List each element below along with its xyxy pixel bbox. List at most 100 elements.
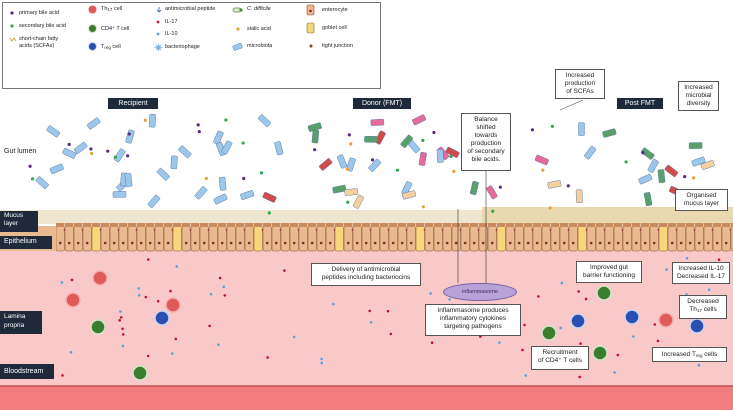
enterocyte-cell — [586, 225, 596, 252]
primary-bile-acid-dot — [432, 130, 436, 135]
microbiota-bacterium — [148, 113, 156, 128]
enterocyte-nucleus — [310, 241, 314, 245]
enterocyte-nucleus — [364, 241, 368, 245]
enterocyte-nucleus — [283, 241, 287, 245]
il17-dot — [169, 289, 172, 293]
il17-icon — [156, 20, 160, 24]
microbiota-bacterium — [49, 163, 64, 175]
enterocyte-nucleus — [616, 241, 620, 245]
microvilli — [677, 223, 686, 227]
enterocyte-cell — [451, 225, 461, 252]
enterocyte-nucleus — [121, 241, 125, 245]
enterocyte-cell — [64, 225, 74, 252]
bloodstream-label: Bloodstream — [0, 364, 54, 379]
legend-label: primary bile acid — [19, 10, 60, 16]
il17-dot — [144, 295, 148, 299]
microvilli — [605, 223, 614, 227]
microbiota-bacterium — [436, 149, 444, 163]
enterocyte-cell — [550, 225, 560, 252]
callout-line: Balance — [474, 116, 498, 123]
enterocyte-cell — [649, 225, 659, 252]
goblet-cell-icon — [306, 22, 315, 34]
il10-dot — [697, 363, 701, 367]
microbiota-bacterium — [213, 193, 228, 205]
il17-dot — [578, 375, 581, 379]
microbiota-bacterium — [584, 145, 597, 160]
enterocyte-nucleus — [688, 241, 692, 245]
microvilli — [218, 223, 227, 227]
il10-dot — [685, 256, 689, 260]
th17-cell-icon — [88, 5, 97, 14]
enterocyte-cell — [514, 225, 524, 252]
enterocyte-cell — [703, 225, 713, 252]
microbiota-bacterium — [400, 134, 414, 149]
microbiota-bacterium — [412, 114, 427, 126]
microvilli — [200, 223, 209, 227]
enterocyte-nucleus — [652, 241, 656, 245]
th17-cell — [658, 312, 674, 328]
il17-dot — [717, 258, 721, 262]
enterocyte-nucleus — [490, 241, 494, 245]
goblet-cell — [496, 225, 506, 252]
microbiota-bacterium — [700, 160, 715, 170]
microvilli — [659, 223, 668, 227]
microbiota-bacterium — [62, 147, 77, 159]
il17-dot — [118, 319, 121, 322]
th17-cell — [165, 297, 181, 313]
microbiota-bacterium — [336, 154, 348, 169]
post-fmt-label: Post FMT — [617, 98, 663, 109]
primary-bile-acid-dot — [347, 133, 351, 137]
gut-lumen-label: Gut lumen — [4, 148, 37, 155]
enterocyte-cell — [406, 225, 416, 252]
legend-label: secondary bile acid — [19, 23, 67, 29]
cd4-t-cell-icon — [88, 24, 97, 33]
primary-bile-acid-dot — [197, 129, 201, 134]
cd4-cell — [596, 285, 612, 301]
il10-dot — [707, 288, 711, 292]
il10-dot — [292, 335, 296, 339]
enterocyte-cell — [82, 225, 92, 252]
microvilli — [371, 223, 380, 227]
il10-dot — [369, 320, 373, 324]
enterocyte-cell — [487, 225, 497, 252]
mucus-layer-label: Mucus layer — [0, 211, 38, 232]
il17-dot — [616, 353, 620, 357]
microbiota-bacterium — [688, 142, 703, 149]
microvilli — [335, 223, 344, 227]
legend-label: Treg cell — [101, 44, 121, 50]
enterocyte-cell — [532, 225, 542, 252]
il17-dot — [389, 332, 393, 336]
enterocyte-cell — [613, 225, 623, 252]
microvilli — [722, 223, 731, 227]
microbiota-bacterium — [657, 169, 666, 183]
il17-dot — [174, 337, 178, 341]
il10-dot — [119, 310, 122, 313]
enterocyte-cell — [289, 225, 299, 252]
secondary-bile-acid-dot — [449, 154, 453, 159]
primary-bile-acid-dot — [566, 184, 570, 188]
enterocyte-cell — [568, 225, 578, 252]
secondary-bile-acid-dot — [267, 211, 271, 215]
enterocyte-cell — [460, 225, 470, 252]
enterocyte-cell — [118, 225, 128, 252]
enterocyte-cell — [100, 225, 110, 252]
microvilli — [137, 223, 146, 227]
microbiota-bacterium — [575, 189, 583, 204]
enterocyte-nucleus — [229, 241, 233, 245]
enterocyte-cell — [154, 225, 164, 252]
enterocyte-nucleus — [508, 241, 512, 245]
microvilli — [461, 223, 470, 227]
microbiota-bacterium — [156, 167, 170, 181]
il17-dot — [430, 341, 434, 345]
microvilli — [101, 223, 110, 227]
il10-dot — [560, 281, 564, 285]
bacteriophage-icon — [154, 43, 163, 52]
il17-dot — [579, 342, 582, 345]
legend-label: microbiota — [247, 43, 273, 49]
microbiota-bacterium — [346, 157, 356, 172]
microvilli — [272, 223, 281, 227]
enterocyte-nucleus — [544, 241, 548, 245]
il17-dot — [368, 309, 371, 313]
callout-increased-treg: Increased Treg cells — [652, 347, 727, 362]
microvilli — [299, 223, 308, 227]
